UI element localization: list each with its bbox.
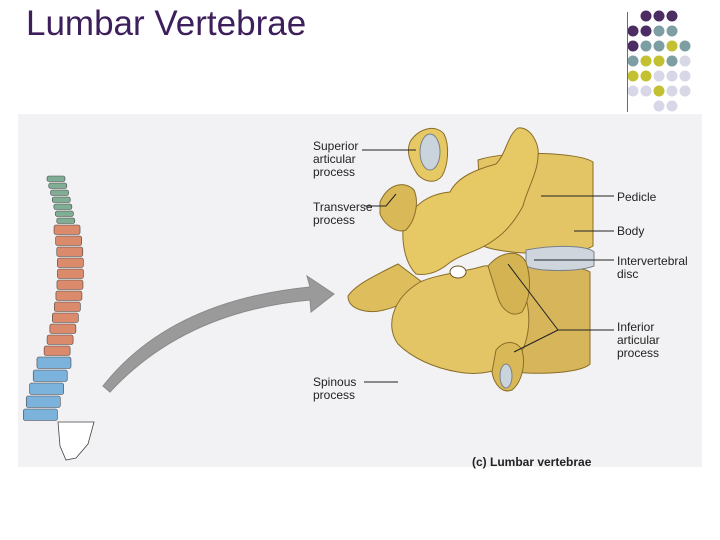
cervical-vertebra (55, 210, 74, 217)
decor-dot (640, 85, 652, 97)
decorative-dot-grid (627, 10, 691, 112)
pointer-arrow (102, 274, 335, 393)
decor-dot (666, 10, 678, 22)
label-spinous-process: Spinous process (313, 375, 357, 402)
label-intervertebral-disc: Intervertebral disc (617, 254, 688, 281)
decor-dot (653, 100, 665, 112)
decor-dot (679, 55, 691, 67)
decor-dot (640, 70, 652, 82)
thoracic-vertebra (52, 312, 79, 323)
lumbar-vertebra (32, 369, 68, 382)
decor-dot (653, 40, 665, 52)
label-transverse-process: Transverse process (313, 200, 373, 227)
decor-dot (666, 55, 678, 67)
spine-column (23, 175, 95, 461)
decor-dot (640, 40, 652, 52)
decor-dot (640, 10, 652, 22)
decor-dot (653, 25, 665, 37)
lumbar-vertebrae-illustration (23, 127, 614, 461)
cervical-vertebra (46, 175, 66, 182)
figure-caption: (c) Lumbar vertebrae (472, 455, 592, 469)
thoracic-vertebra (49, 323, 77, 334)
decor-dot (666, 40, 678, 52)
lumbar-vertebra (25, 395, 61, 408)
label-pedicle: Pedicle (617, 190, 657, 204)
label-superior-articular-process: Superior articular process (313, 139, 359, 179)
decor-dot (666, 70, 678, 82)
thoracic-vertebra (46, 334, 74, 345)
figure-panel: Superior articular process Transverse pr… (18, 114, 702, 469)
decor-dot (653, 70, 665, 82)
decor-dot (653, 55, 665, 67)
thoracic-vertebra (54, 301, 81, 312)
thoracic-vertebra (55, 290, 83, 301)
decor-dot (627, 25, 639, 37)
leader-lines (362, 149, 614, 383)
decor-dot (640, 55, 652, 67)
sacrum (57, 421, 95, 461)
cervical-vertebra (53, 203, 73, 210)
label-inferior-articular-process: Inferior articular process (617, 320, 660, 360)
vertebrae-drawing (347, 127, 595, 392)
decor-dot (666, 85, 678, 97)
label-body: Body (617, 224, 645, 238)
slide-title: Lumbar Vertebrae (26, 4, 307, 43)
cervical-vertebra (50, 189, 69, 196)
thoracic-vertebra (56, 246, 84, 257)
thoracic-vertebra (57, 257, 84, 268)
decor-dot (627, 55, 639, 67)
thoracic-vertebra (57, 268, 84, 279)
cervical-vertebra (56, 217, 76, 224)
decor-dot (666, 100, 678, 112)
lumbar-vertebra (29, 382, 64, 395)
decor-dot (653, 10, 665, 22)
decor-dot (627, 85, 639, 97)
decor-dot (653, 85, 665, 97)
lumbar-vertebra (23, 408, 58, 421)
thoracic-vertebra (53, 224, 81, 235)
cervical-vertebra (48, 182, 68, 189)
decor-dot (679, 40, 691, 52)
decor-dot (627, 70, 639, 82)
decor-dot (679, 70, 691, 82)
lumbar-vertebra (36, 356, 72, 369)
decor-dot (627, 40, 639, 52)
thoracic-vertebra (56, 279, 84, 290)
decorative-divider (627, 12, 628, 112)
cervical-vertebra (51, 196, 71, 203)
decor-dot (640, 25, 652, 37)
thoracic-vertebra (55, 235, 82, 246)
decor-dot (666, 25, 678, 37)
decor-dot (679, 85, 691, 97)
thoracic-vertebra (43, 345, 71, 356)
